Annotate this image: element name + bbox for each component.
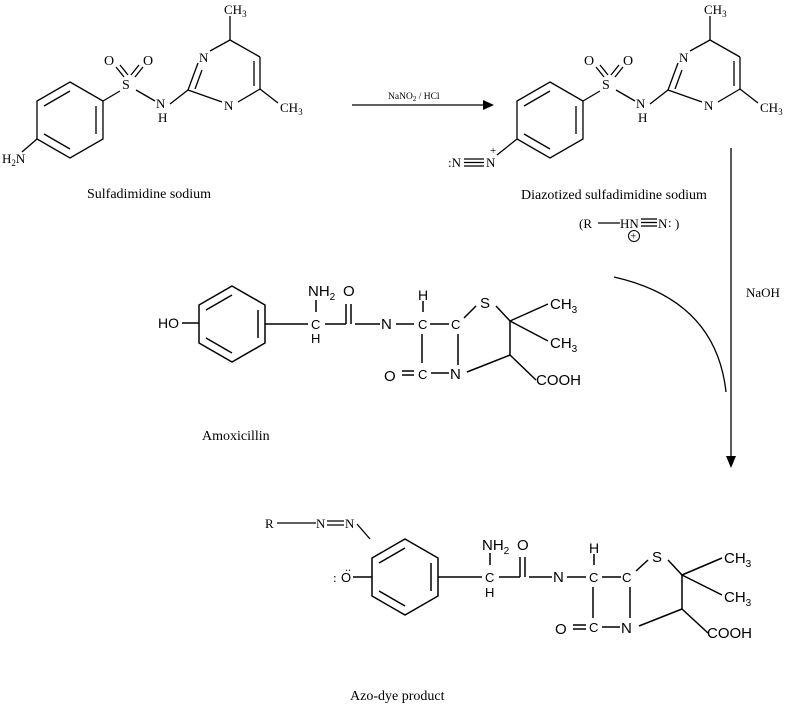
- ring-carbon: C: [622, 570, 631, 585]
- pyrimidine-n: N: [199, 50, 209, 65]
- svg-text:+: +: [631, 232, 637, 243]
- sulfonamide-n: N: [156, 96, 166, 111]
- svg-text:): ): [675, 216, 679, 231]
- amide-n: N: [381, 316, 392, 333]
- reagent-naoh: NaOH: [746, 285, 780, 300]
- beta-lactam-h: H: [589, 540, 599, 556]
- lone-pair: :: [333, 570, 337, 585]
- alpha-carbon: C: [485, 570, 494, 585]
- lactam-n: N: [621, 620, 632, 637]
- amino-group: NH2: [482, 537, 510, 557]
- sulfonamide-n: N: [636, 96, 646, 111]
- svg-text:N: N: [658, 216, 668, 231]
- lactam-carbon: C: [589, 620, 598, 635]
- carbonyl-oxygen: O: [517, 537, 529, 554]
- pyrimidine-n: N: [704, 98, 714, 113]
- diazo-terminal-n: :N: [448, 155, 462, 170]
- sulfonyl-oxygen: O: [584, 54, 594, 69]
- alpha-h: H: [485, 585, 494, 600]
- methyl-group: CH3: [724, 589, 752, 609]
- sulfur-atom: S: [122, 78, 130, 93]
- methyl-group: CH3: [550, 335, 578, 355]
- carboxyl-group: COOH: [536, 372, 581, 389]
- diazo-n-plus: N: [486, 155, 496, 170]
- sulfonamide-h: H: [638, 110, 647, 125]
- phenolate-oxygen: O: [341, 570, 351, 585]
- reaction-arrow-2: NaOH: [613, 148, 780, 468]
- methyl-group: CH3: [224, 2, 247, 19]
- amide-n: N: [553, 569, 564, 586]
- hydroxyl-group: HO: [158, 315, 179, 331]
- benzene-ring: [36, 81, 104, 159]
- reaction-arrow-1: NaNO2 / HCl: [352, 92, 494, 110]
- phenol-ring: [198, 285, 266, 363]
- carbonyl-oxygen: O: [343, 283, 355, 300]
- beta-lactam-h: H: [418, 287, 428, 303]
- amino-group: NH2: [308, 283, 336, 303]
- pyrimidine-n: N: [679, 50, 689, 65]
- svg-text:HN: HN: [620, 216, 639, 231]
- diazonium-structure: :N N + S O O N H N N CH3 CH3: [448, 2, 783, 170]
- ring-carbon: C: [418, 317, 427, 332]
- methyl-group: CH3: [550, 296, 578, 316]
- azo-n: N: [316, 516, 326, 531]
- sulfonyl-oxygen: O: [623, 54, 633, 69]
- pyrimidine-n: N: [224, 98, 234, 113]
- lactam-n: N: [450, 366, 461, 383]
- lactam-carbon: C: [418, 367, 427, 382]
- positive-charge: +: [490, 145, 496, 157]
- amine-label: H2N: [2, 151, 26, 168]
- amoxicillin-caption: Amoxicillin: [202, 429, 270, 444]
- azo-n: N: [345, 516, 355, 531]
- svg-text:(R: (R: [579, 216, 592, 231]
- thiazolidine-s: S: [652, 549, 662, 566]
- lactam-oxygen: O: [555, 621, 567, 638]
- r-group: R: [265, 516, 274, 531]
- diazonium-caption: Diazotized sulfadimidine sodium: [521, 188, 707, 203]
- phenolate-ring: [371, 538, 439, 616]
- sulfadimidine-caption: Sulfadimidine sodium: [87, 187, 211, 202]
- benzene-ring: [516, 81, 584, 159]
- azo-dye-structure: R N N : O ..: [265, 516, 752, 642]
- ring-carbon: C: [589, 570, 598, 585]
- product-caption: Azo-dye product: [350, 689, 445, 704]
- methyl-group: CH3: [280, 100, 303, 117]
- lone-pair: ..: [345, 560, 351, 574]
- sulfadimidine-structure: H2N S O O N H N N CH3 CH3: [2, 2, 303, 168]
- ring-carbon: C: [451, 317, 460, 332]
- lactam-oxygen: O: [384, 368, 396, 385]
- alpha-h: H: [311, 331, 320, 346]
- sulfonyl-oxygen: O: [143, 54, 153, 69]
- sulfonamide-h: H: [158, 110, 167, 125]
- generic-diazonium-formula: (R HN N : ) +: [579, 215, 679, 243]
- thiazolidine-s: S: [480, 295, 490, 312]
- svg-text::: :: [668, 215, 672, 230]
- methyl-group: CH3: [760, 100, 783, 117]
- carboxyl-group: COOH: [707, 625, 752, 642]
- methyl-group: CH3: [704, 2, 727, 19]
- sulfur-atom: S: [602, 78, 610, 93]
- reagent-nano2-hcl: NaNO2 / HCl: [388, 92, 440, 103]
- methyl-group: CH3: [724, 550, 752, 570]
- sulfonyl-oxygen: O: [104, 54, 114, 69]
- alpha-carbon: C: [311, 317, 320, 332]
- amoxicillin-structure: HO NH2 O C H N H C C C N O S CH3 CH3 COO…: [158, 283, 581, 389]
